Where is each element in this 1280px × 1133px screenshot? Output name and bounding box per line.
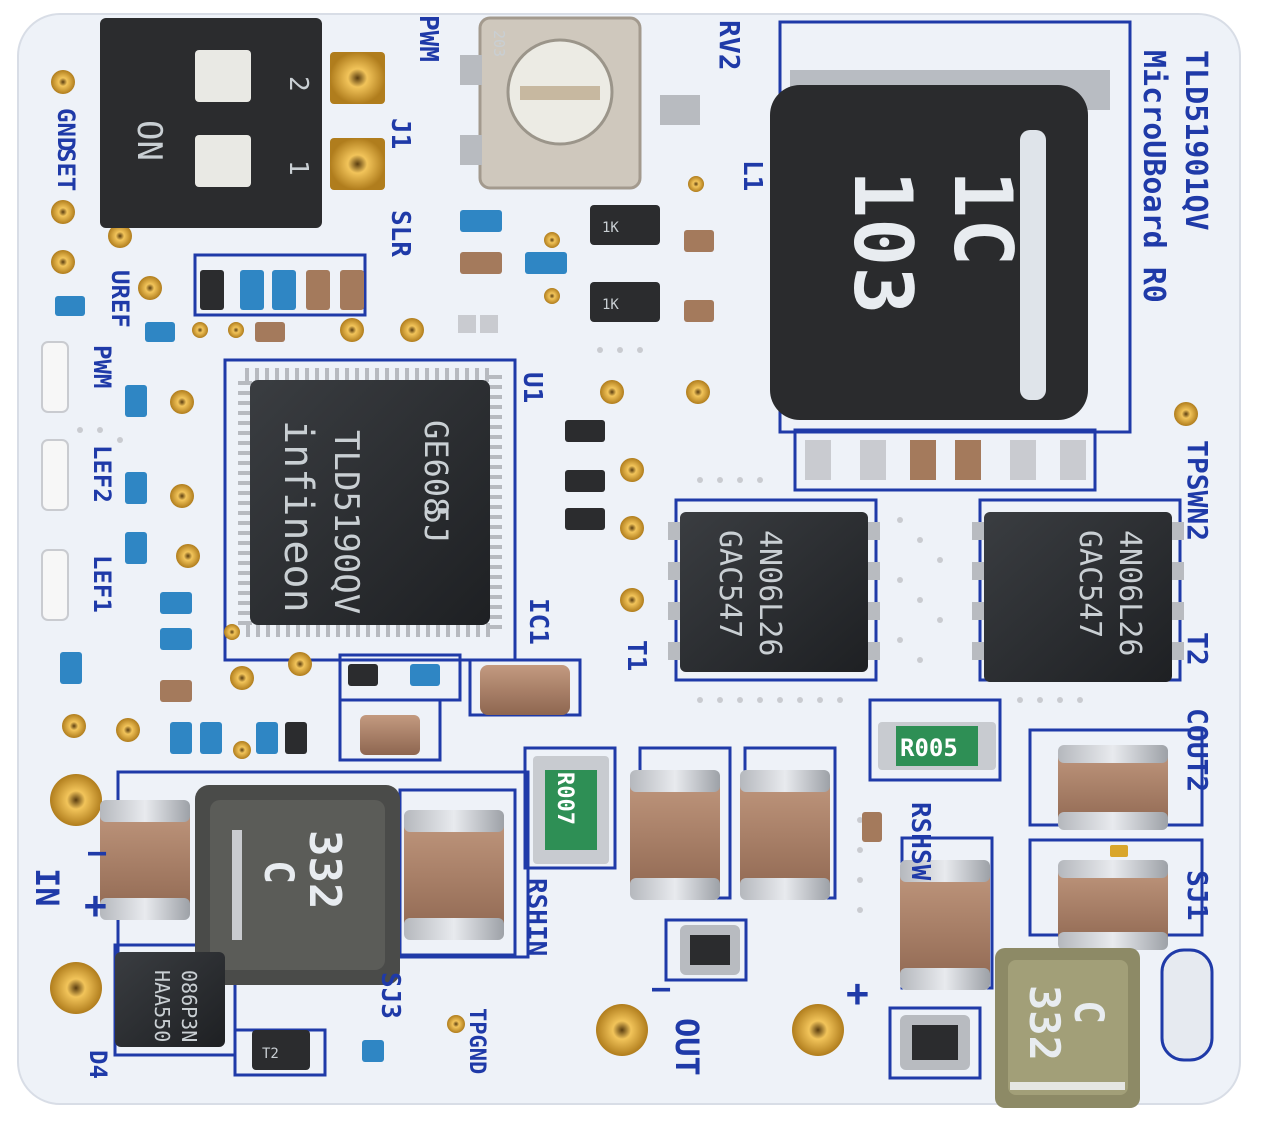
ceramic-capacitors	[100, 665, 1168, 990]
t1-line2: GAC547	[712, 530, 747, 638]
controller-u1: infineon TLD5190QV 5J GE608	[238, 368, 502, 637]
dip-1-label: 1	[283, 160, 313, 176]
dip-2-label: 2	[283, 76, 313, 92]
label-out-minus: —	[652, 971, 671, 1006]
small-passives	[41, 210, 1214, 1062]
label-rshsw: RSHSW	[905, 802, 935, 881]
label-uref: UREF	[106, 270, 134, 328]
diode-d4: 086P3N HAA550	[115, 952, 225, 1047]
output-inductor-line1: C	[1065, 1000, 1111, 1024]
r005-marking: R005	[900, 734, 958, 762]
r007-marking: R007	[552, 772, 577, 825]
d4-line1: 086P3N	[177, 970, 201, 1042]
label-in: IN	[28, 868, 66, 907]
label-set: SET	[52, 148, 80, 191]
input-inductor-line2: 332	[299, 830, 350, 909]
u1-lot: GE608	[417, 420, 455, 516]
label-tpswn2: TPSWN2	[1181, 440, 1214, 541]
label-ic1: IC1	[523, 598, 553, 645]
l1-line1: 1C	[936, 170, 1029, 266]
label-j1: J1	[385, 118, 415, 149]
silkscreen-text: TLD51901QV MicroUBoard R0 TPSWN2 T2 COUT…	[28, 15, 1214, 1079]
t2-line2: GAC547	[1072, 530, 1107, 638]
dip-on-label: ON	[129, 120, 169, 161]
diode-mark-2: 1K	[602, 297, 619, 313]
pot-marking: 203	[490, 30, 508, 57]
mosfet-t1: 4N06L26 GAC547	[668, 512, 880, 672]
through-holes	[50, 70, 1198, 1056]
diode-mark-3: T2	[262, 1046, 279, 1062]
label-slr: SLR	[385, 210, 415, 257]
u1-brand: infineon	[275, 420, 321, 613]
board-subtitle: MicroUBoard R0	[1136, 50, 1171, 303]
label-lef1: LEF1	[88, 555, 116, 613]
label-in-minus: —	[88, 835, 107, 870]
small-diodes: 1K 1K T2	[252, 205, 970, 1070]
label-pwm-top: PWM	[413, 15, 443, 62]
shunt-resistor-r005: R005	[878, 722, 996, 770]
label-in-plus: +	[84, 883, 107, 927]
vias	[77, 347, 1083, 913]
label-out: OUT	[668, 1018, 706, 1076]
label-sj1: SJ1	[1181, 870, 1214, 921]
dip-switch: ON 2 1	[100, 18, 385, 228]
u1-lot2: 5J	[417, 505, 455, 544]
label-u1: U1	[517, 372, 547, 403]
label-pwm-left: PWM	[88, 345, 116, 388]
t2-line1: 4N06L26	[1112, 530, 1147, 656]
label-tpgnd: TPGND	[464, 1008, 489, 1074]
u1-part: TLD5190QV	[326, 430, 366, 614]
label-lef2: LEF2	[88, 445, 116, 503]
label-t1: T1	[621, 640, 651, 671]
label-t2: T2	[1181, 632, 1214, 666]
label-d4: D4	[84, 1050, 112, 1079]
label-out-plus: +	[846, 971, 869, 1015]
label-gnd: GND	[52, 108, 80, 151]
l1-line2: 103	[836, 170, 929, 315]
inductor-output: C 332	[995, 948, 1140, 1108]
output-inductor-line2: 332	[1020, 985, 1069, 1061]
mosfet-t2: 4N06L26 GAC547	[972, 512, 1184, 682]
label-cout2: COUT2	[1181, 708, 1214, 792]
trimmer-potentiometer: 203	[460, 16, 700, 190]
label-rshin: RSHIN	[521, 878, 551, 956]
board-title: TLD51901QV	[1178, 50, 1213, 231]
label-rv2: RV2	[713, 20, 746, 71]
inductor-input: C 332	[195, 785, 400, 985]
inductor-l1: 1C 103	[770, 70, 1110, 420]
t1-line1: 4N06L26	[752, 530, 787, 656]
shunt-resistor-r007: R007	[533, 756, 609, 864]
label-sj3: SJ3	[375, 972, 405, 1019]
diode-mark-1: 1K	[602, 220, 619, 236]
d4-line2: HAA550	[150, 970, 174, 1042]
input-inductor-line1: C	[255, 860, 301, 884]
label-l1: L1	[737, 160, 767, 191]
